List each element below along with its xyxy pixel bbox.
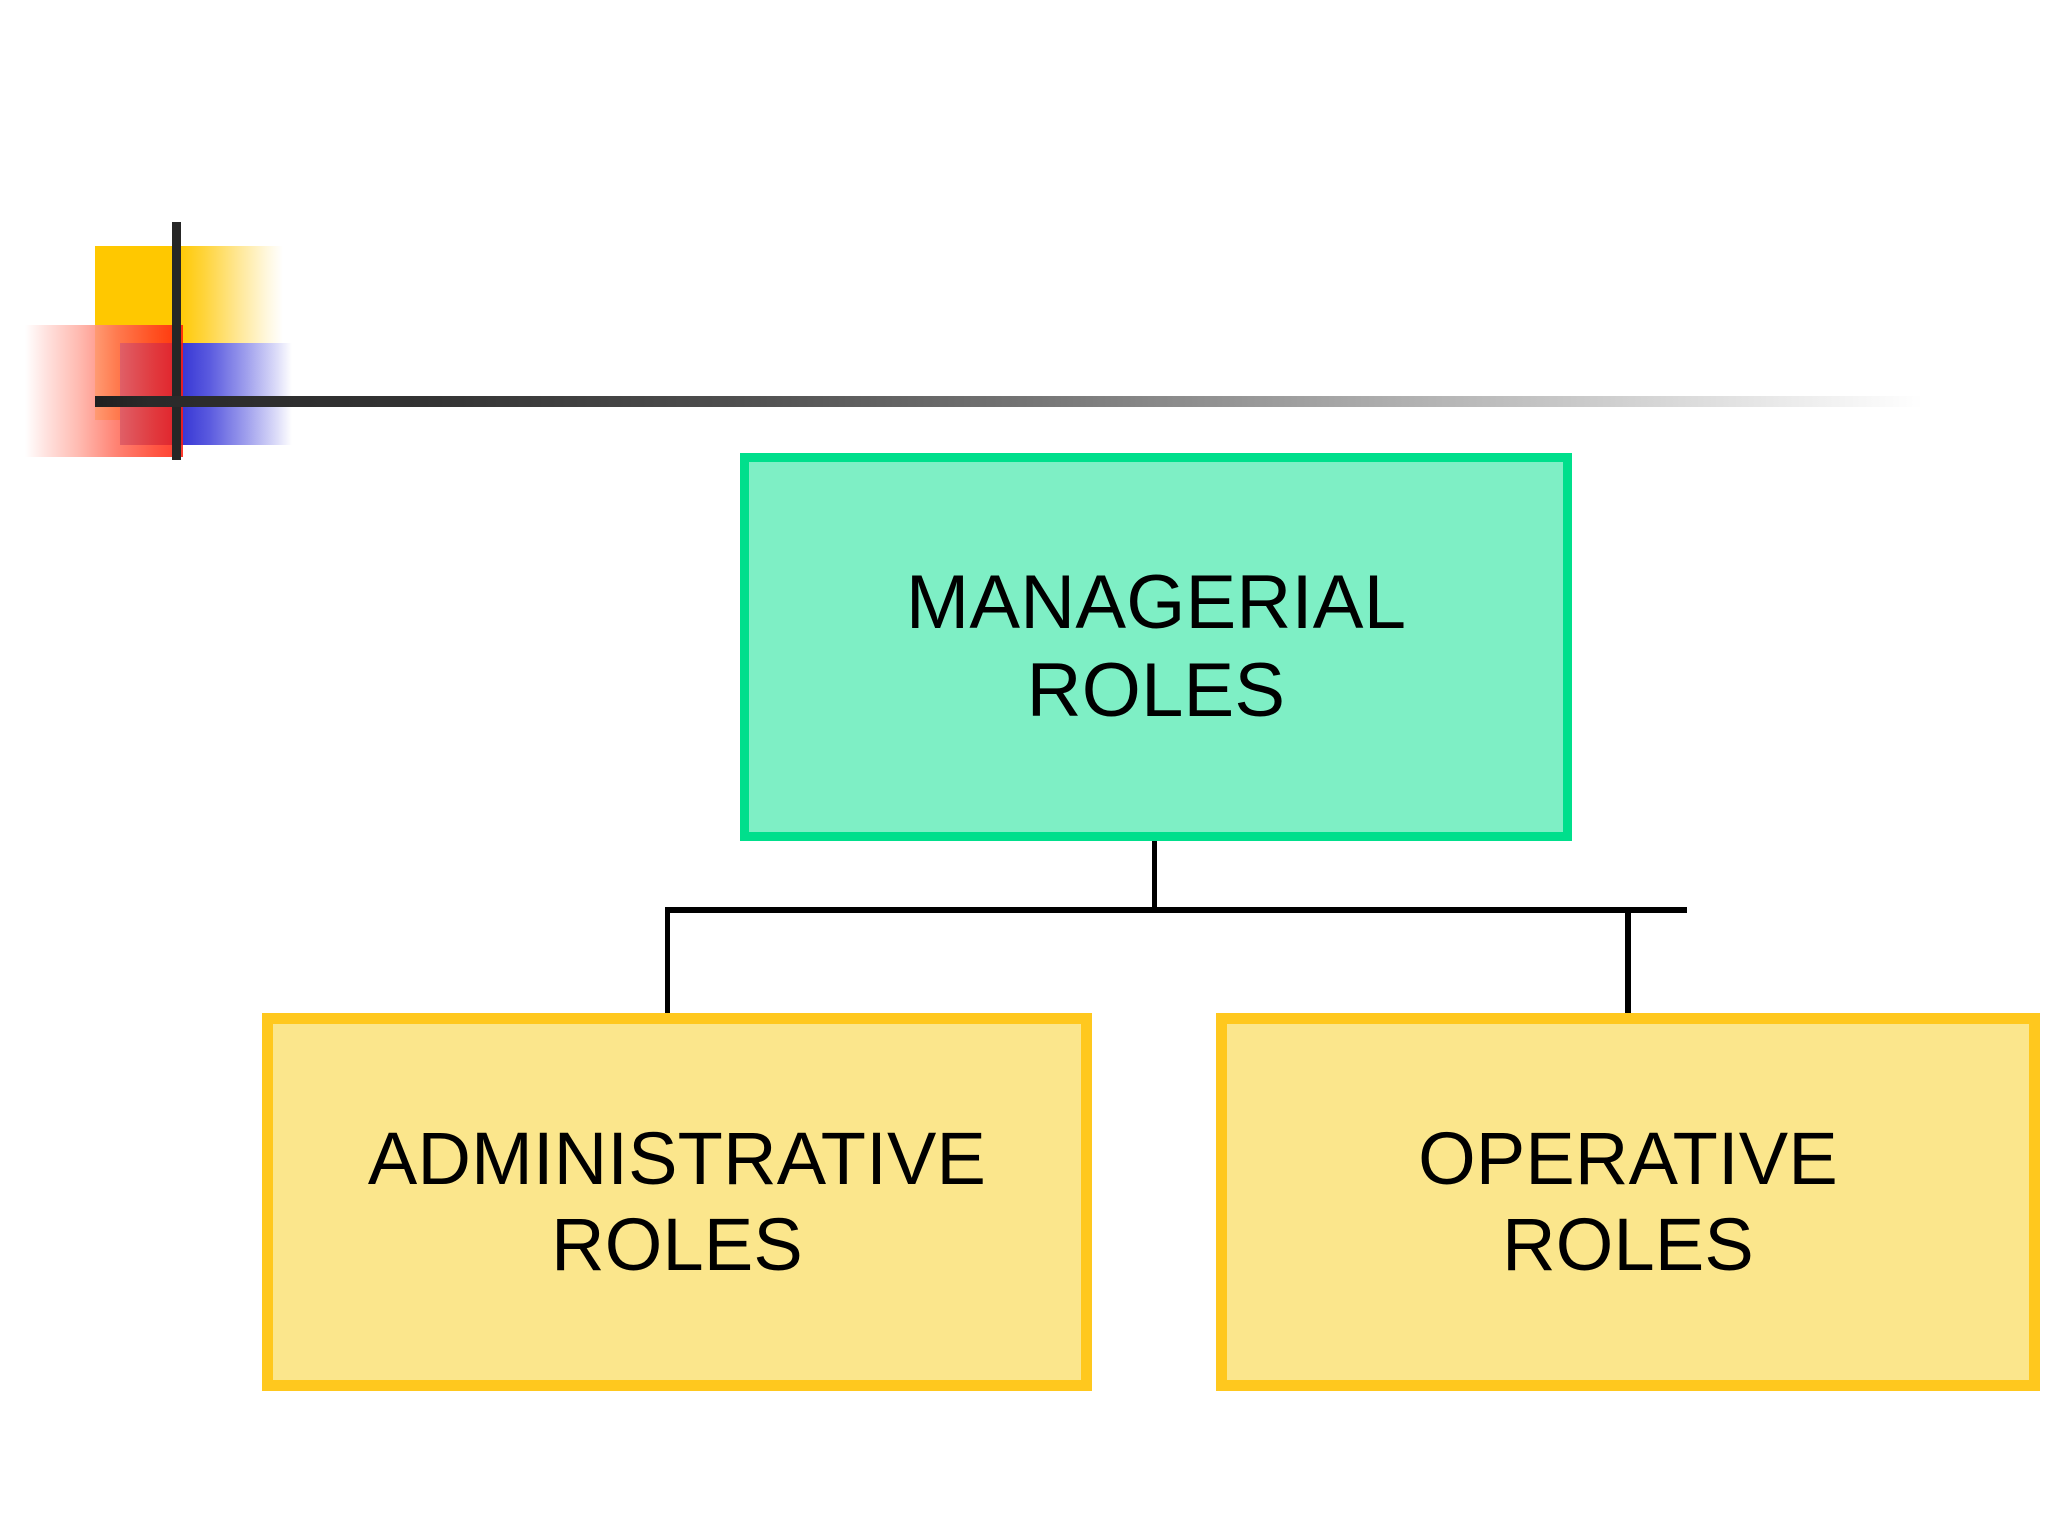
cross-vertical-bar bbox=[172, 222, 181, 460]
connector-right-branch bbox=[1625, 907, 1631, 1015]
org-node-label: MANAGERIAL bbox=[905, 559, 1407, 645]
org-node-managerial-roles[interactable]: MANAGERIAL bbox=[740, 453, 1572, 841]
org-node-operative-roles[interactable]: OPERATIVE bbox=[1216, 1013, 2040, 1391]
connector-left-branch bbox=[665, 907, 670, 1015]
connector-horizontal-bar bbox=[665, 907, 1687, 913]
connector-root-stem bbox=[1152, 841, 1157, 911]
org-node-label: OPERATIVE bbox=[1418, 1116, 1838, 1200]
cross-horizontal-rule bbox=[95, 396, 1923, 407]
org-node-label: ADMINISTRATIVE bbox=[367, 1116, 987, 1200]
org-node-administrative-roles[interactable]: ADMINISTRATIVE bbox=[262, 1013, 1092, 1391]
red-square-shape bbox=[25, 325, 183, 457]
